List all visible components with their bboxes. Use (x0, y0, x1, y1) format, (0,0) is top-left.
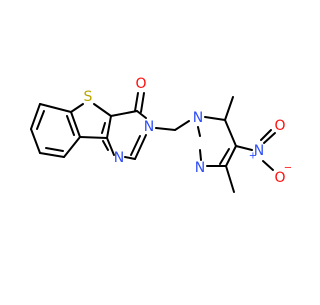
bond (30, 103, 41, 130)
bond (134, 92, 139, 112)
bond (262, 160, 274, 171)
bond (110, 110, 138, 117)
bond (70, 111, 81, 138)
bond (102, 140, 109, 151)
bond (199, 149, 202, 161)
bond (140, 92, 145, 113)
bond (124, 156, 136, 160)
bond (39, 152, 65, 158)
atom-labels: S O N N N N N + O O − (84, 76, 293, 186)
bond (155, 127, 176, 131)
atom-n-pyrazole-1: N (193, 110, 203, 126)
atom-o-carbonyl: O (135, 76, 146, 92)
bond (204, 116, 226, 121)
atom-n-pyrazole-2: N (195, 160, 205, 176)
bond (174, 120, 190, 131)
bond (235, 145, 253, 151)
bond (219, 148, 230, 165)
bond (134, 134, 147, 160)
bond (101, 122, 106, 134)
atom-o-nitro-top: O (274, 118, 285, 134)
charge-n-nitro: + (249, 151, 257, 162)
molecule-diagram: S O N N N N N + O O − (30, 76, 293, 193)
bond (66, 115, 75, 136)
bond (63, 136, 81, 158)
bond (136, 110, 147, 119)
bond (30, 128, 41, 154)
bond (260, 129, 272, 141)
bond (93, 103, 112, 117)
bond (130, 135, 141, 156)
atom-n3: N (144, 119, 154, 135)
bonds (30, 92, 276, 193)
bond (79, 136, 108, 139)
bond (106, 115, 112, 139)
bond (224, 96, 234, 121)
bond (263, 132, 276, 144)
bond (106, 137, 115, 156)
bond (36, 110, 45, 130)
charge-o-nitro: − (284, 163, 292, 174)
bond (70, 103, 84, 113)
atom-o-nitro-bottom: O (274, 170, 285, 186)
bond (197, 126, 201, 137)
bond (225, 165, 235, 193)
structure-drawing: S O N N N N N + O O − (30, 76, 293, 193)
atom-s: S (84, 89, 93, 105)
bond (225, 145, 237, 167)
atom-n1: N (114, 150, 124, 166)
bond (45, 147, 64, 152)
bond (39, 103, 72, 113)
bond (224, 119, 237, 147)
atom-n-nitro: N (254, 143, 264, 159)
